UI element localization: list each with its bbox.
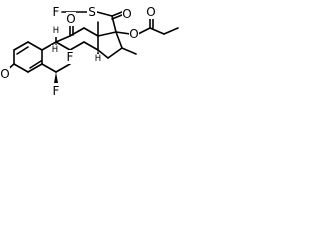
atom-o-propionate: O xyxy=(146,5,155,19)
molecule-structure: F S O O O O F H H H O F xyxy=(0,5,179,98)
atom-f-c9: F xyxy=(67,50,74,64)
bond xyxy=(13,41,29,51)
atom-o-ester-link: O xyxy=(129,27,138,41)
bond xyxy=(55,35,71,43)
bond xyxy=(97,49,109,59)
bond xyxy=(115,31,123,49)
bond xyxy=(41,41,57,51)
bond xyxy=(29,60,42,69)
bond xyxy=(149,27,165,35)
wedge-bond xyxy=(54,72,58,83)
bond xyxy=(69,41,85,51)
atom-o-thioester: O xyxy=(122,7,131,21)
bond xyxy=(83,41,99,51)
atom-f-fluoromethyl: F xyxy=(53,5,60,19)
atom-layer: F S O O O O F H H H O F xyxy=(0,5,156,98)
bond xyxy=(27,41,43,51)
atom-o-c3: O xyxy=(0,67,9,81)
bond xyxy=(107,47,123,59)
bond xyxy=(121,47,137,55)
bond xyxy=(55,41,71,51)
atom-s-thio: S xyxy=(88,5,96,19)
atom-h-c8: H xyxy=(95,54,101,64)
atom-f-c6: F xyxy=(53,84,60,98)
bond xyxy=(163,27,179,35)
bond xyxy=(27,63,43,73)
bond xyxy=(137,27,151,35)
bond xyxy=(115,31,131,35)
atom-h-c9: H xyxy=(53,26,59,36)
atom-o-c11: O xyxy=(66,12,75,26)
bond xyxy=(97,31,117,37)
bond xyxy=(83,27,99,37)
atom-h-c14: H xyxy=(52,45,58,55)
bond xyxy=(55,63,71,73)
bond xyxy=(41,63,57,73)
stereo-layer xyxy=(54,42,100,83)
bond xyxy=(69,27,85,37)
bond xyxy=(111,14,123,20)
bond xyxy=(96,11,113,17)
bond-layer xyxy=(5,11,179,73)
bond xyxy=(111,11,123,17)
bond xyxy=(16,46,29,55)
bond xyxy=(13,63,29,73)
